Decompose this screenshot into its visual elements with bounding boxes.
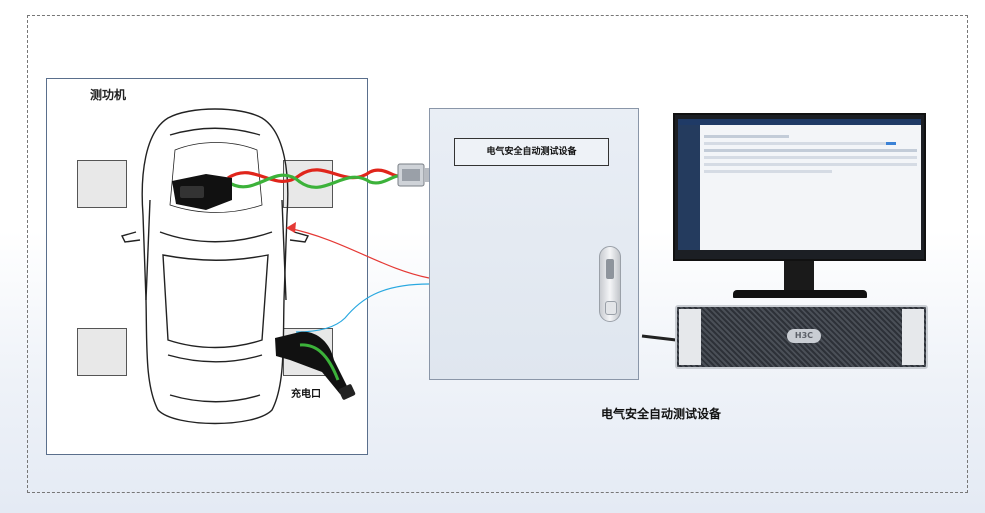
obd-connector-icon <box>172 174 232 210</box>
roller-rear-left <box>77 328 127 376</box>
server-logo: H3C <box>787 329 821 343</box>
roller-front-right <box>283 160 333 208</box>
cabinet-handle-icon <box>599 246 621 322</box>
charging-port-label: 充电口 <box>291 389 321 400</box>
monitor-icon <box>673 113 926 261</box>
car-topview-icon <box>120 108 310 425</box>
signal-line-red <box>287 227 430 279</box>
dynamometer-label: 测功机 <box>90 88 127 102</box>
server-ear-right <box>902 309 924 365</box>
charging-gun-icon <box>275 331 356 400</box>
obd-cable <box>227 168 399 189</box>
dynamometer-box <box>46 78 368 455</box>
monitor-base <box>733 290 867 298</box>
server-cable <box>641 334 677 342</box>
roller-front-left <box>77 160 127 208</box>
monitor-screen <box>678 119 921 250</box>
cabinet-label: 电气安全自动测试设备 <box>454 138 609 166</box>
server-ear-left <box>679 309 701 365</box>
signal-line-blue <box>295 283 430 333</box>
monitor-stand <box>784 261 814 293</box>
server-icon: H3C <box>675 305 928 369</box>
system-caption: 电气安全自动测试设备 <box>601 407 722 421</box>
arrow-head-red <box>286 222 296 233</box>
cable-plug-icon <box>397 163 430 187</box>
diagram-frame <box>27 15 968 493</box>
